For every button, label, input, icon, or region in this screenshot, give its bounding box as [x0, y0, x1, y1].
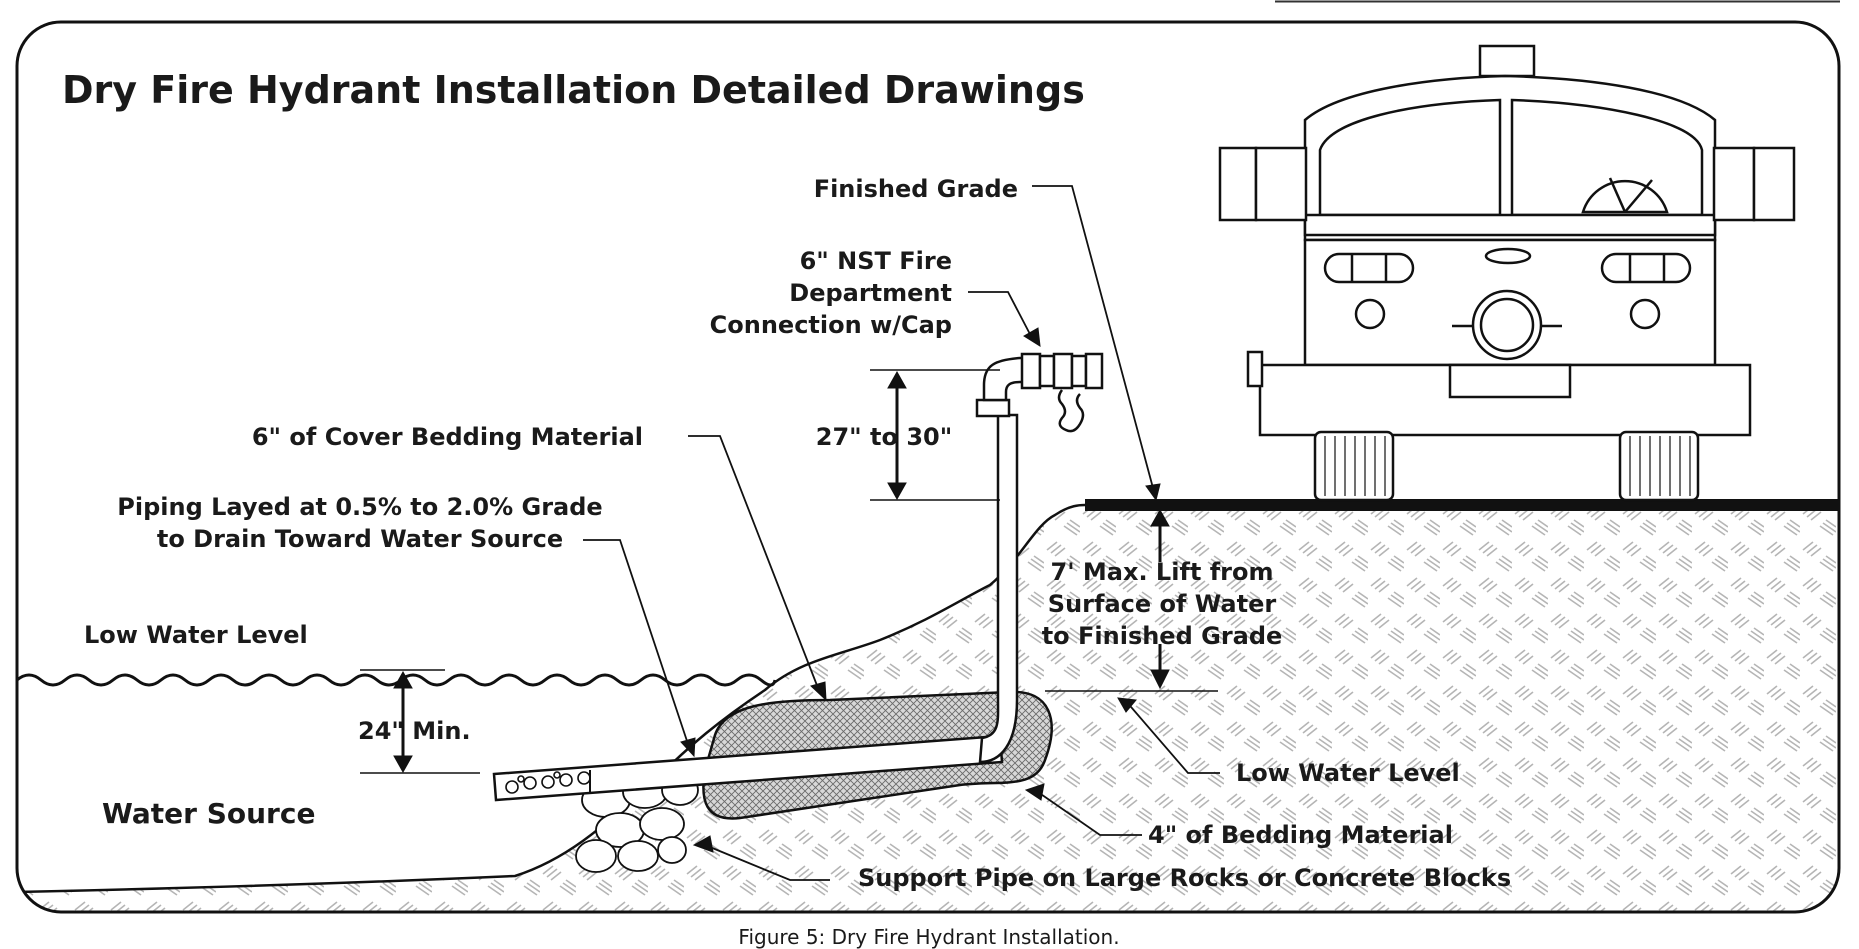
truck-windshield-left: [1318, 98, 1502, 217]
leader-lines: [583, 185, 1220, 881]
road-surface: [1085, 499, 1839, 511]
tire-treads: [1324, 436, 1691, 496]
truck-emblem: [1484, 247, 1532, 265]
truck-plate-area: [1448, 363, 1572, 399]
label-low-water-left: Low Water Level: [84, 621, 308, 649]
intake-pipe: [492, 734, 1004, 802]
page-title: Dry Fire Hydrant Installation Detailed D…: [62, 68, 1085, 112]
truck-lamp-right: [1629, 298, 1661, 330]
truck-tire-right: [1618, 430, 1700, 502]
truck-windshield-right: [1510, 98, 1704, 217]
dimension-arrows: [393, 370, 1170, 774]
label-piping-line2: to Drain Toward Water Source: [157, 525, 563, 553]
riser-pipe: [978, 413, 1019, 764]
diagram-frame: [15, 20, 1841, 914]
label-nst-line3: Connection w/Cap: [710, 311, 952, 339]
truck-lamp-left: [1354, 298, 1386, 330]
riser-coupling: [975, 398, 1011, 418]
cap-chain: [1057, 389, 1085, 433]
truck-tire-left: [1313, 430, 1395, 502]
label-finished-grade: Finished Grade: [814, 175, 1018, 203]
label-water-source: Water Source: [102, 797, 315, 830]
truck-side-valve: [1246, 350, 1264, 388]
fire-truck: [1218, 44, 1796, 502]
truck-mirror-right: [1712, 146, 1756, 222]
label-lift-line3: to Finished Grade: [1042, 622, 1283, 650]
fire-department-connection: [1020, 352, 1104, 390]
truck-headlight-right: [1600, 252, 1692, 284]
label-bedding: 4" of Bedding Material: [1148, 821, 1453, 849]
label-lift-line1: 7' Max. Lift from: [1051, 558, 1274, 586]
label-nst-line1: 6" NST Fire: [800, 247, 952, 275]
truck-mirror-left: [1254, 146, 1308, 222]
label-low-water-right: Low Water Level: [1236, 759, 1460, 787]
label-nst-line2: Department: [789, 279, 952, 307]
label-piping-line1: Piping Layed at 0.5% to 2.0% Grade: [117, 493, 602, 521]
truck-mirror-right-outer: [1752, 146, 1796, 222]
leader-arrowheads: [680, 327, 1161, 853]
label-min-depth: 24" Min.: [358, 717, 471, 745]
riser-elbow: [982, 356, 1027, 402]
truck-roof-light: [1478, 44, 1536, 78]
label-support: Support Pipe on Large Rocks or Concrete …: [858, 864, 1511, 892]
truck-headlight-left: [1323, 252, 1415, 284]
truck-wiper-arm-right: [1624, 179, 1653, 213]
figure-caption: Figure 5: Dry Fire Hydrant Installation.: [738, 925, 1119, 949]
truck-wiper-arm-left: [1608, 177, 1627, 213]
truck-mirror-left-outer: [1218, 146, 1258, 222]
truck-sill: [1303, 213, 1717, 237]
label-height: 27" to 30": [816, 423, 952, 451]
reference-lines: [360, 369, 1218, 774]
label-lift-line2: Surface of Water: [1048, 590, 1277, 618]
truck-pump-inner: [1479, 297, 1535, 353]
strainer-holes: [505, 771, 591, 794]
label-cover-bedding: 6" of Cover Bedding Material: [252, 423, 643, 451]
